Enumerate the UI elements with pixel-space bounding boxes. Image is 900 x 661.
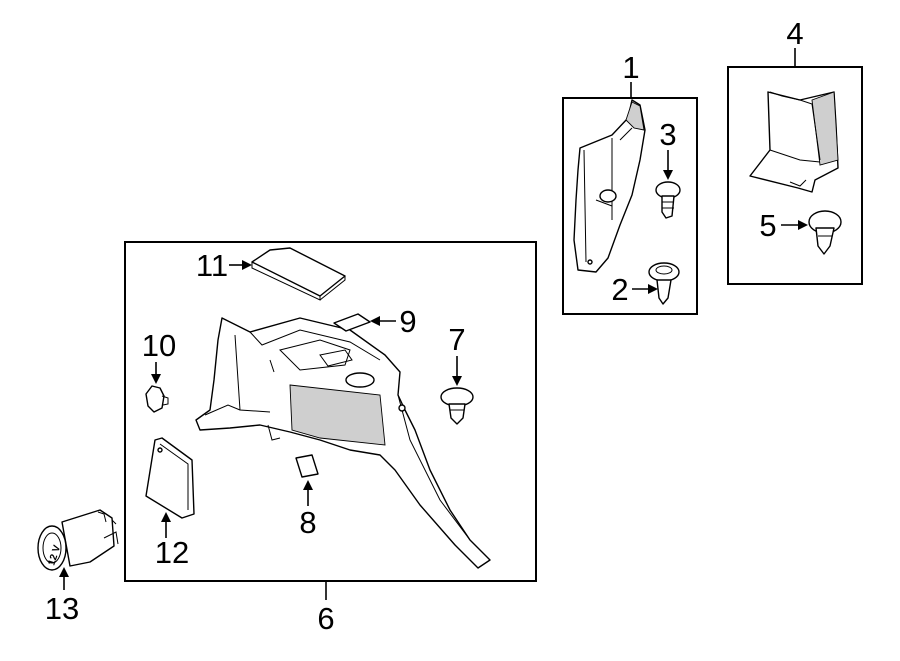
- fastener-5: [808, 210, 842, 255]
- leader-lines: [59, 48, 808, 600]
- pillar-trim-group-box: [562, 97, 698, 315]
- callout-8: 8: [299, 505, 316, 540]
- callout-9: 9: [399, 304, 416, 339]
- pillar-trim-panel: [573, 99, 646, 273]
- callout-12: 12: [155, 535, 189, 570]
- upper-trim-cover: [749, 91, 839, 193]
- callout-1: 1: [622, 50, 639, 85]
- callout-5: 5: [759, 208, 776, 243]
- cover-panel-11: [251, 247, 346, 301]
- power-socket-13: 12 V: [37, 509, 119, 571]
- callout-6: 6: [317, 601, 334, 636]
- callout-10: 10: [142, 328, 176, 363]
- hook-10: [145, 385, 169, 413]
- quarter-trim-panel: [195, 317, 491, 569]
- quarter-trim-group-box: [124, 241, 537, 582]
- callout-13: 13: [45, 591, 79, 626]
- callout-11: 11: [196, 248, 228, 283]
- callout-7: 7: [448, 322, 465, 357]
- side-cover-12: [145, 437, 195, 519]
- callout-2: 2: [611, 272, 628, 307]
- push-pin-7: [440, 387, 474, 425]
- small-cover-8: [295, 454, 319, 478]
- callout-3: 3: [659, 117, 676, 152]
- callout-4: 4: [786, 16, 803, 51]
- push-clip-2: [648, 262, 680, 305]
- screw-clip-3: [655, 181, 681, 219]
- pad-9: [333, 313, 371, 332]
